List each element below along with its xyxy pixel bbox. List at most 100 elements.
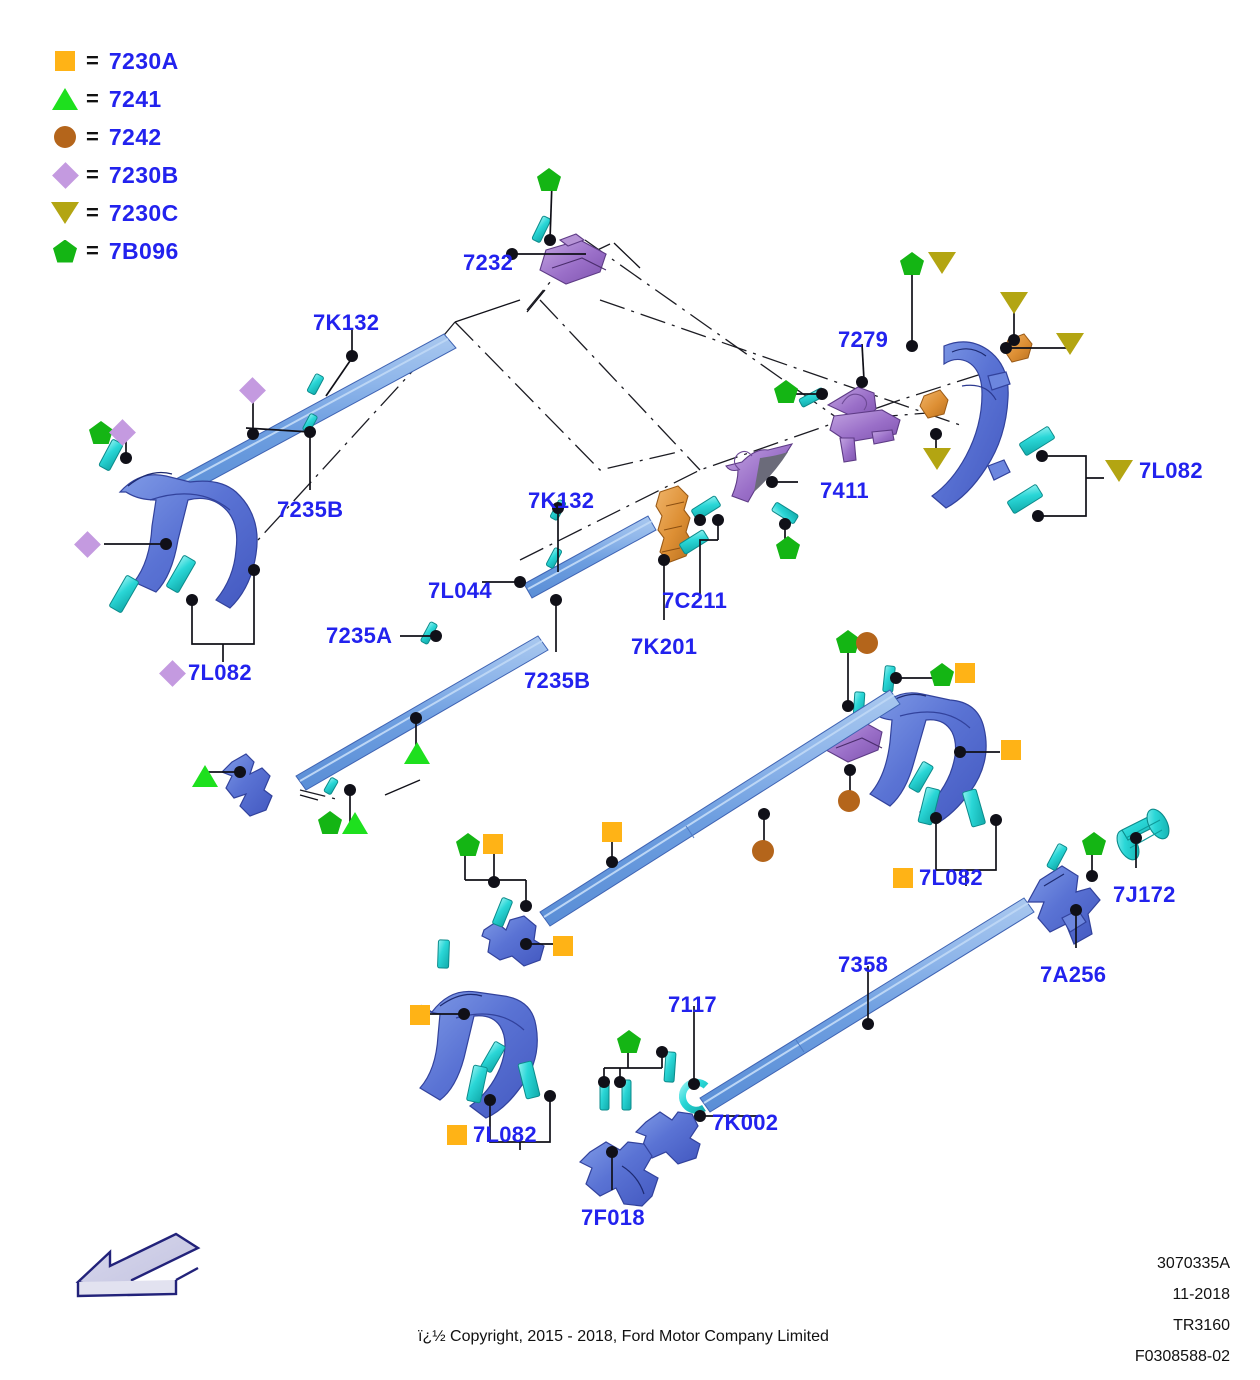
diamond-icon (74, 531, 101, 558)
callout-7K132: 7K132 (313, 310, 380, 335)
callout-7235B: 7235B (524, 668, 591, 693)
pentagon-icon (537, 168, 561, 191)
triangle-down-icon (50, 202, 80, 224)
legend-row-7230C: = 7230C (50, 194, 179, 232)
legend-equals: = (86, 162, 99, 187)
drawing-metadata: 3070335A 11-2018 TR3160 F0308588-02 (1135, 1248, 1230, 1372)
pentagon-icon (1082, 832, 1106, 855)
callout-7411: 7411 (820, 478, 869, 503)
pentagon-icon (776, 536, 800, 559)
callout-7J172: 7J172 (1113, 882, 1176, 907)
pentagon-icon (50, 239, 80, 263)
callout-7L044: 7L044 (428, 578, 492, 603)
triangle-icon (50, 88, 80, 110)
triangle-down-icon (923, 448, 951, 470)
triangle-icon (342, 812, 368, 834)
figure-code: F0308588-02 (1134, 1348, 1230, 1365)
callout-7K201: 7K201 (631, 634, 698, 659)
transmission-code: TR3160 (1173, 1317, 1230, 1334)
callout-7235B: 7235B (277, 497, 344, 522)
pentagon-icon (930, 663, 954, 686)
legend-row-7230B: = 7230B (50, 156, 179, 194)
pentagon-icon (318, 811, 342, 834)
marker-diamond (109, 419, 136, 447)
pentagon-icon (617, 1030, 641, 1053)
marker-pentagon (900, 252, 924, 280)
diamond-icon (159, 659, 186, 687)
pentagon-icon (900, 252, 924, 275)
legend-label-7241: 7241 (108, 85, 162, 112)
square-icon (447, 1125, 467, 1145)
legend-row-7241: = 7241 (50, 80, 179, 118)
legend-label-7230A: 7230A (108, 47, 179, 74)
marker-pentagon (617, 1030, 641, 1058)
circle-icon (856, 632, 878, 654)
drawing-date: 11-2018 (1172, 1286, 1230, 1303)
symbol-callout-label: 7L082 (473, 1122, 537, 1147)
square-icon (553, 936, 573, 956)
marker-triangle-down (1056, 333, 1084, 360)
legend-row-7230A: = 7230A (50, 42, 179, 80)
callout-7K132: 7K132 (528, 488, 595, 513)
callout-7232: 7232 (463, 250, 514, 275)
marker-triangle (404, 742, 430, 769)
diamond-icon (239, 377, 266, 404)
marker-pentagon (537, 168, 561, 196)
square-icon (410, 1005, 430, 1025)
drawing-number: 3070335A (1157, 1255, 1230, 1272)
marker-square (1001, 740, 1021, 765)
circle-icon (752, 840, 774, 862)
legend-equals: = (86, 48, 99, 73)
square-icon (50, 51, 80, 71)
triangle-down-icon (1000, 292, 1028, 314)
symbol-callout-label: 7L082 (188, 660, 252, 685)
marker-square (553, 936, 573, 961)
copyright-notice: ï¿½ Copyright, 2015 - 2018, Ford Motor C… (418, 1328, 829, 1345)
marker-pentagon (774, 380, 798, 408)
symbol-callout-label: 7L082 (919, 865, 983, 890)
legend-equals: = (86, 238, 99, 263)
triangle-down-icon (928, 252, 956, 274)
legend-equals: = (86, 124, 99, 149)
square-icon (893, 868, 913, 888)
callout-7117: 7117 (668, 992, 717, 1017)
legend-row-7242: = 7242 (50, 118, 179, 156)
circle-icon (50, 126, 80, 148)
pentagon-icon (456, 833, 480, 856)
marker-square (602, 822, 622, 847)
direction-arrow-icon (75, 1232, 201, 1298)
legend-row-7B096: = 7B096 (50, 232, 179, 270)
legend-equals: = (86, 200, 99, 225)
marker-pentagon (318, 811, 342, 839)
pentagon-icon (836, 630, 860, 653)
square-icon (483, 834, 503, 854)
triangle-icon (404, 742, 430, 764)
marker-square (410, 1005, 430, 1030)
callout-7235A: 7235A (326, 623, 393, 648)
legend-label-7230B: 7230B (108, 161, 179, 188)
legend-label-7242: 7242 (108, 123, 162, 150)
triangle-icon (192, 765, 218, 787)
legend-label-7230C: 7230C (108, 199, 179, 226)
marker-circle (838, 790, 860, 817)
marker-triangle-down (1000, 292, 1028, 319)
marker-pentagon (456, 833, 480, 861)
legend: = 7230A = 7241 = 7242 = 7230B = 7230C = … (50, 42, 179, 270)
marker-circle (752, 840, 774, 867)
marker-diamond (74, 531, 101, 559)
callout-7K002: 7K002 (712, 1110, 779, 1135)
marker-diamond (239, 377, 266, 405)
square-icon (1001, 740, 1021, 760)
callout-7A256: 7A256 (1040, 962, 1107, 987)
symbol-callout-7L082: 7L082 (447, 1122, 537, 1148)
marker-triangle-down (923, 448, 951, 475)
square-icon (602, 822, 622, 842)
marker-triangle-down (928, 252, 956, 279)
triangle-down-icon (1105, 460, 1133, 482)
marker-pentagon (89, 421, 113, 449)
callout-7C211: 7C211 (662, 588, 728, 613)
triangle-down-icon (1056, 333, 1084, 355)
square-icon (955, 663, 975, 683)
